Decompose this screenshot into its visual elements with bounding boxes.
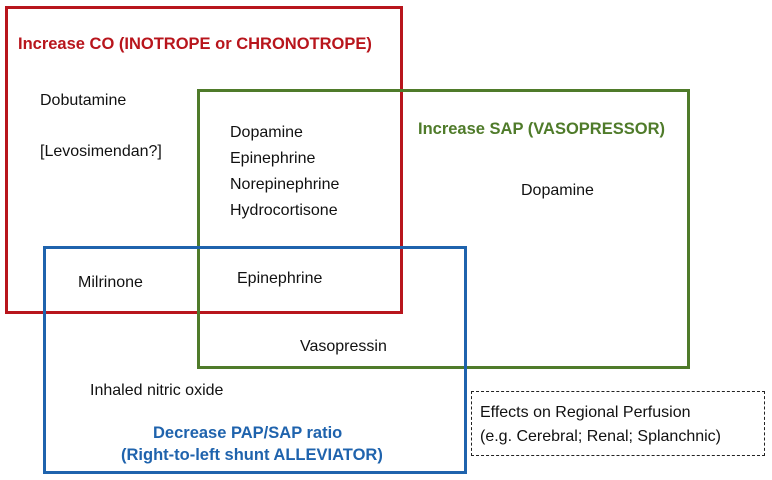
drug-label-epinephrine: Epinephrine: [230, 150, 316, 167]
drug-label-norepinephrine: Norepinephrine: [230, 176, 340, 193]
note-text-line-1: Effects on Regional Perfusion: [480, 404, 691, 421]
set-box-increase-sap: [197, 89, 690, 369]
set-title-increase-sap: Increase SAP (VASOPRESSOR): [418, 120, 665, 138]
set-title-increase-co: Increase CO (INOTROPE or CHRONOTROPE): [18, 35, 372, 53]
drug-label-levosimendan: [Levosimendan?]: [40, 143, 162, 160]
drug-label-dopamine-sap-only: Dopamine: [521, 182, 594, 199]
set-title-decrease-pap-line-2: (Right-to-left shunt ALLEVIATOR): [121, 446, 383, 464]
drug-label-dopamine: Dopamine: [230, 124, 303, 141]
note-box-regional-perfusion: [471, 391, 765, 456]
drug-label-epinephrine-triple-overlap: Epinephrine: [237, 270, 323, 287]
drug-label-dobutamine: Dobutamine: [40, 92, 127, 109]
note-text-line-2: (e.g. Cerebral; Renal; Splanchnic): [480, 428, 722, 445]
set-box-decrease-pap-sap: [43, 246, 467, 474]
set-title-decrease-pap-line-1: Decrease PAP/SAP ratio: [153, 424, 343, 442]
drug-label-vasopressin: Vasopressin: [300, 338, 387, 355]
drug-label-hydrocortisone: Hydrocortisone: [230, 202, 338, 219]
set-box-increase-co: [5, 6, 403, 314]
drug-label-inhaled-nitric-oxide: Inhaled nitric oxide: [90, 382, 224, 399]
drug-label-milrinone: Milrinone: [78, 274, 143, 291]
